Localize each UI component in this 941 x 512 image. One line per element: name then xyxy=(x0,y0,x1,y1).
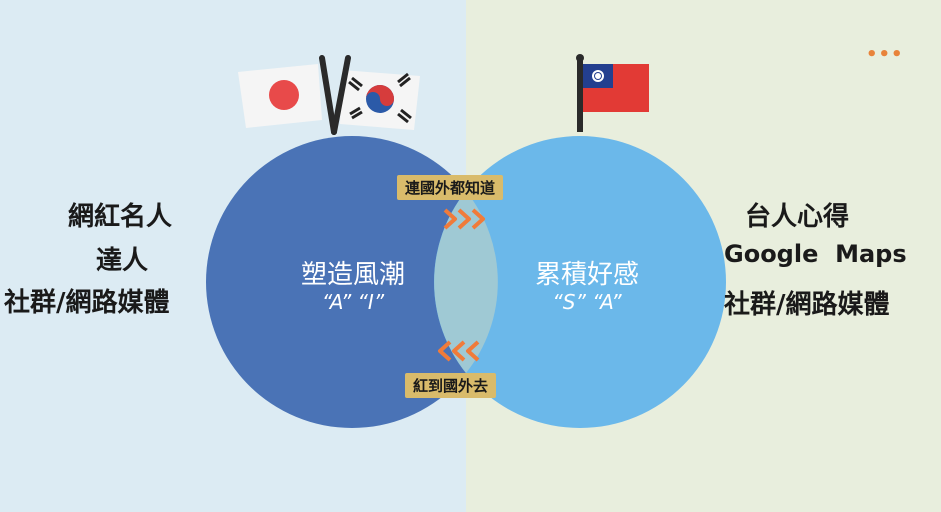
left-item-influencers: 網紅名人 xyxy=(68,202,173,232)
v-poles-icon xyxy=(319,55,351,135)
left-circle-subtitle: “A” “I” xyxy=(321,290,385,314)
right-circle-title: 累積好感 xyxy=(534,260,639,290)
taiwan-flag-icon xyxy=(576,54,649,132)
bottom-tag: 紅到國外去 xyxy=(405,373,497,398)
right-circle-subtitle: “S” “A” xyxy=(552,290,622,314)
left-circle xyxy=(206,136,498,428)
left-item-social-media: 社群/網路媒體 xyxy=(4,288,170,318)
overlap-region xyxy=(434,191,498,373)
right-circle xyxy=(434,136,726,428)
right-arrows-icon xyxy=(443,208,485,230)
right-item-social-media: 社群/網路媒體 xyxy=(724,290,890,320)
japan-flag-icon xyxy=(238,64,322,128)
left-item-experts: 達人 xyxy=(96,246,149,276)
korea-flag-icon xyxy=(340,70,420,130)
top-tag: 連國外都知道 xyxy=(397,175,504,200)
left-arrows-icon xyxy=(438,340,480,362)
right-item-google-maps: Google Maps xyxy=(724,240,907,268)
right-item-local-reviews: 台人心得 xyxy=(745,202,850,232)
more-options-icon[interactable]: ••• xyxy=(866,44,904,65)
left-circle-title: 塑造風潮 xyxy=(300,260,405,290)
